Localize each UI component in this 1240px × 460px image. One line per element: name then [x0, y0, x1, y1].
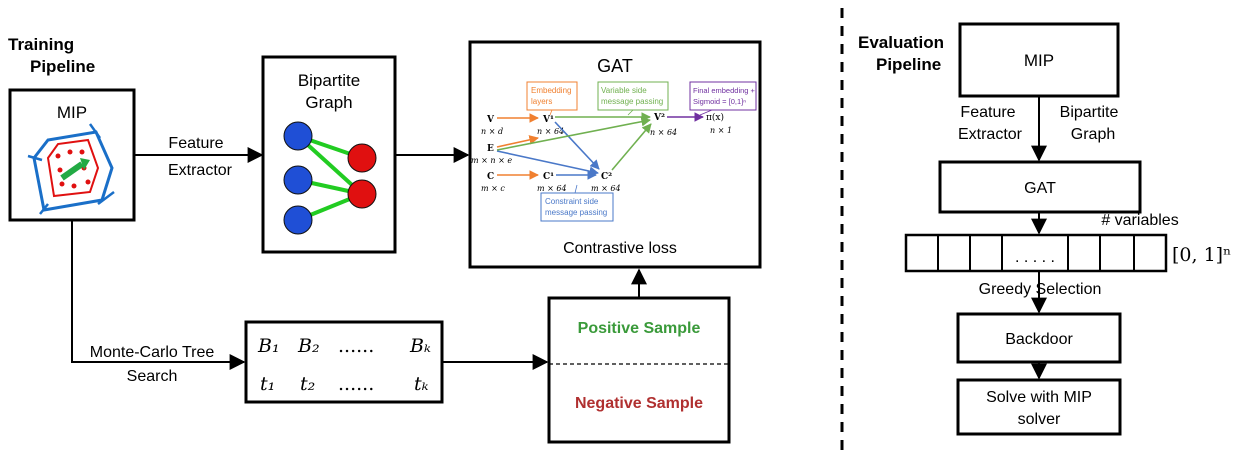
feature-extractor-label-line2: Extractor — [168, 162, 233, 179]
eval-bipartite-line1: Bipartite — [1060, 104, 1119, 121]
solve-label-line1: Solve with MIP — [986, 389, 1092, 406]
constraint-side-line1: Constraint side — [545, 197, 599, 206]
eval-gat-label: GAT — [1024, 180, 1056, 197]
eval-mip-label: MIP — [1024, 51, 1054, 70]
training-title-line2: Pipeline — [30, 57, 95, 76]
sample-b-dots: ...... — [338, 335, 374, 357]
node-c2: C² — [601, 172, 612, 182]
positive-sample-label: Positive Sample — [578, 320, 701, 337]
node-v-dim: n × d — [481, 127, 503, 136]
node-c1: C¹ — [543, 172, 554, 182]
eval-bipartite-line2: Graph — [1071, 126, 1115, 143]
mcts-label-line1: Monte-Carlo Tree — [90, 344, 215, 361]
gat-box — [468, 40, 762, 269]
embedding-layers-line1: Embedding — [531, 86, 571, 95]
constraint-side-box — [540, 192, 614, 222]
negative-sample-label: Negative Sample — [575, 395, 703, 412]
mcts-arrow — [71, 220, 246, 370]
final-embedding-box — [689, 81, 757, 111]
training-title-line1: Training — [8, 35, 74, 54]
node-v2: V² — [653, 113, 665, 123]
vector-range-label: [0, 1]ⁿ — [1172, 244, 1231, 266]
variable-side-box — [597, 81, 669, 111]
feature-extractor-label-line1: Feature — [168, 135, 223, 152]
variable-side-line1: Variable side — [601, 86, 647, 95]
training-mip-box — [8, 88, 136, 222]
node-c-dim: m × c — [481, 184, 505, 193]
embedding-layers-line2: layers — [531, 97, 552, 106]
gat-title: GAT — [597, 56, 633, 76]
constraint-side-line2: message passing — [545, 208, 607, 217]
node-pi: π(x) — [706, 112, 724, 123]
num-variables-label: # variables — [1101, 212, 1178, 229]
sample-b1: B₁ — [257, 335, 280, 357]
node-e: E — [487, 144, 494, 154]
node-c2-dim: m × 64 — [591, 184, 621, 193]
bipartite-graph-title-line2: Graph — [305, 93, 352, 112]
node-v1-dim: n × 64 — [537, 127, 564, 136]
bipartite-graph-icon — [283, 121, 377, 235]
output-vector — [904, 233, 1168, 273]
greedy-selection-label: Greedy Selection — [979, 281, 1102, 298]
eval-feature-extractor-line1: Feature — [960, 104, 1015, 121]
mip-polytope-icon — [27, 123, 115, 215]
node-v1: V¹ — [542, 115, 554, 125]
contrast-samples-box — [547, 296, 731, 444]
final-embedding-line1: Final embedding + — [693, 86, 756, 95]
node-c: C — [487, 172, 494, 182]
gat-architecture-diagram: Embedding layers Variable side message p… — [471, 81, 757, 222]
node-pi-dim: n × 1 — [710, 126, 732, 135]
solve-label-line2: solver — [1018, 411, 1061, 428]
bipartite-graph-title-line1: Bipartite — [298, 71, 360, 90]
evaluation-title-line2: Pipeline — [876, 55, 941, 74]
variable-side-line2: message passing — [601, 97, 663, 106]
contrastive-loss-label: Contrastive loss — [563, 240, 677, 257]
eval-gat-box — [938, 160, 1142, 214]
node-c1-dim: m × 64 — [537, 184, 567, 193]
training-mip-label: MIP — [57, 103, 87, 122]
backdoor-box — [956, 312, 1122, 364]
solve-box — [956, 378, 1122, 436]
vector-dots: . . . . . — [1015, 249, 1055, 266]
sample-t2: t₂ — [300, 373, 315, 395]
sample-tk: tₖ — [414, 373, 429, 395]
evaluation-title-line1: Evaluation — [858, 33, 944, 52]
sample-t1: t₁ — [260, 373, 275, 395]
backdoor-label: Backdoor — [1005, 331, 1073, 348]
node-v: V — [486, 115, 495, 125]
final-embedding-line2: Sigmoid = [0,1]ⁿ — [693, 97, 746, 106]
eval-feature-extractor-line2: Extractor — [958, 126, 1023, 143]
sample-b2: B₂ — [297, 335, 320, 357]
node-v2-dim: n × 64 — [650, 128, 677, 137]
sample-t-dots: ...... — [338, 373, 374, 395]
mcts-label-line2: Search — [127, 368, 178, 385]
node-e-dim: m × n × e — [471, 156, 512, 165]
sample-bk: Bₖ — [409, 335, 431, 357]
